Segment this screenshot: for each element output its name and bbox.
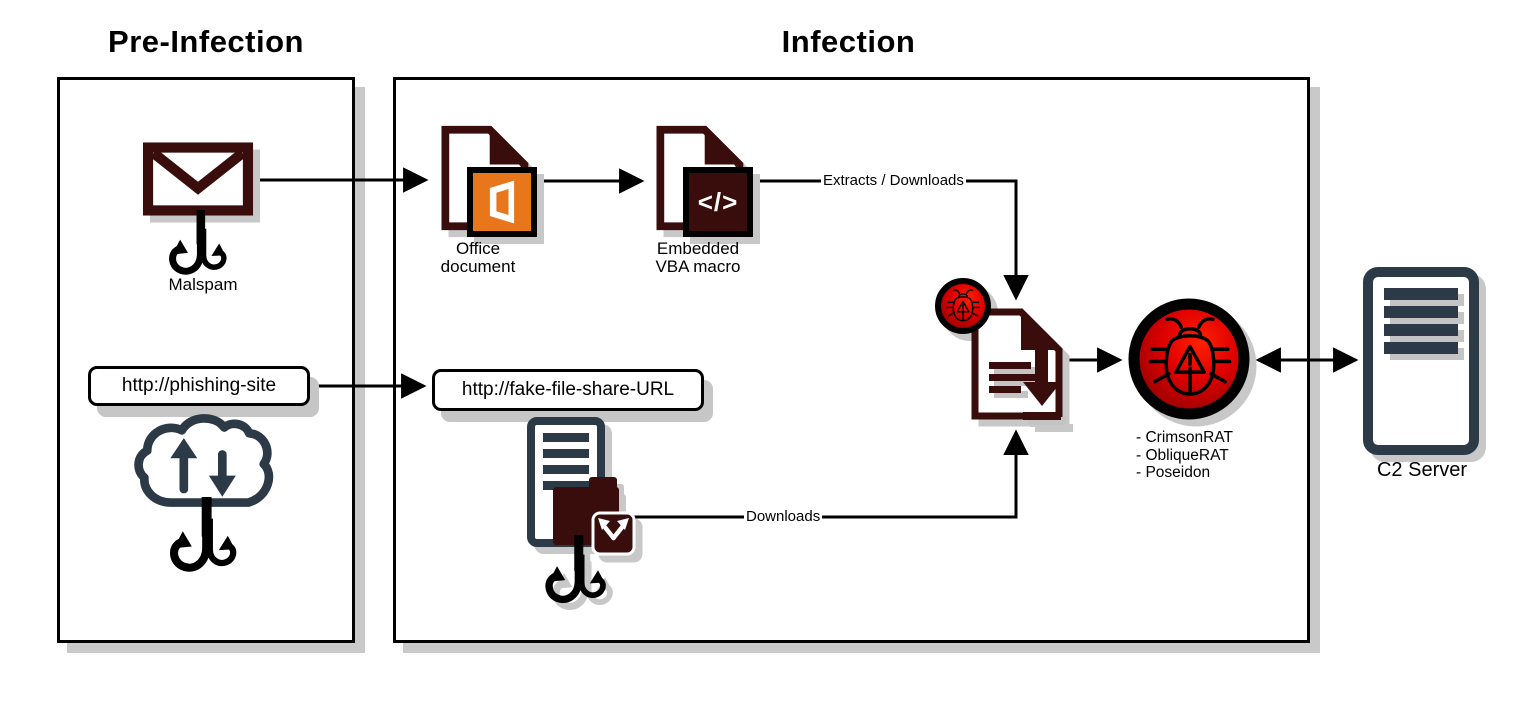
malware-list: - CrimsonRAT - ObliqueRAT - Poseidon (1136, 429, 1233, 482)
office-document-label: Office document (440, 239, 516, 276)
payload-document-icon (935, 272, 1095, 432)
c2-server-icon (1362, 266, 1480, 461)
office-badge (467, 167, 537, 237)
fishhooks-icon (163, 496, 253, 593)
bug-badge-icon (935, 278, 991, 334)
c2-server-label: C2 Server (1376, 459, 1468, 481)
fake-file-share-url-node: http://fake-file-share-URL (432, 369, 704, 411)
cloud-transfer-icon (128, 408, 282, 529)
downloads-label: Downloads (744, 508, 823, 525)
malware-list-item: - CrimsonRAT (1136, 429, 1234, 446)
malware-bug-icon (1126, 296, 1252, 427)
file-share-server-icon (527, 417, 687, 622)
malware-list-item: - Poseidon (1136, 464, 1211, 481)
phishing-url-node: http://phishing-site (88, 366, 310, 406)
infection-title: Infection (781, 24, 916, 59)
fishhooks-icon (539, 535, 621, 617)
malspam-label: Malspam (168, 275, 238, 294)
vba-macro-label: Embedded VBA macro (655, 239, 741, 276)
pre-infection-box (57, 77, 355, 643)
extracts-downloads-label: Extracts / Downloads (821, 172, 966, 189)
office-logo-icon (489, 180, 515, 224)
pre-infection-title: Pre-Infection (108, 24, 304, 59)
share-badge-icon (591, 511, 636, 556)
malware-list-item: - ObliqueRAT (1136, 446, 1229, 464)
code-badge-icon: </> (683, 167, 753, 237)
